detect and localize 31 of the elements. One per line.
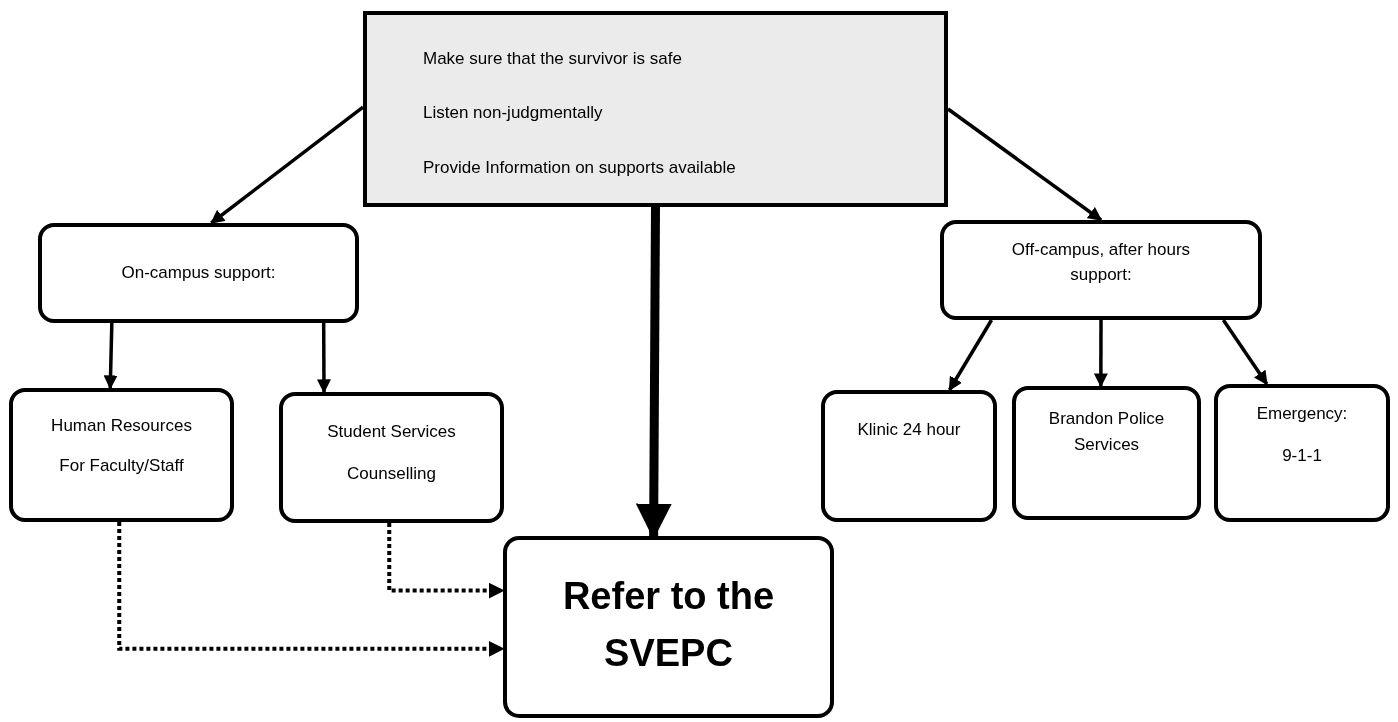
node-text: Klinic 24 hour xyxy=(857,420,961,441)
node-text: For Faculty/Staff xyxy=(59,456,184,477)
node-text: Listen non-judgmentally xyxy=(423,103,603,124)
instruction-box xyxy=(363,11,948,207)
arrow xyxy=(947,319,994,392)
node-text: Student Services xyxy=(327,422,456,443)
referral-text: Refer to the SVEPC xyxy=(561,574,776,676)
node-text: Counselling xyxy=(347,464,436,485)
support-box xyxy=(821,390,997,522)
arrow xyxy=(1221,319,1269,386)
support-box xyxy=(9,388,234,522)
arrow xyxy=(210,105,365,225)
dotted-arrow xyxy=(117,522,505,657)
arrow xyxy=(316,323,331,394)
node-text: Provide Information on supports available xyxy=(423,157,736,179)
node-text: 9-1-1 xyxy=(1282,446,1322,467)
arrow xyxy=(103,322,118,390)
support-box xyxy=(1012,386,1201,520)
node-text: Emergency: xyxy=(1256,404,1348,425)
dotted-arrow xyxy=(387,523,505,599)
node-text: Make sure that the survivor is safe xyxy=(423,49,682,70)
support-box xyxy=(279,392,504,523)
arrow xyxy=(1093,320,1108,388)
support-box xyxy=(1214,384,1390,522)
node-text: Brandon Police Services xyxy=(1047,408,1166,457)
support-box xyxy=(940,220,1262,320)
referral-box xyxy=(503,536,834,718)
node-text: Human Resources xyxy=(51,416,192,437)
support-box xyxy=(38,223,359,323)
node-text: Off-campus, after hours support: xyxy=(1010,239,1192,286)
node-text: On-campus support: xyxy=(121,263,276,284)
